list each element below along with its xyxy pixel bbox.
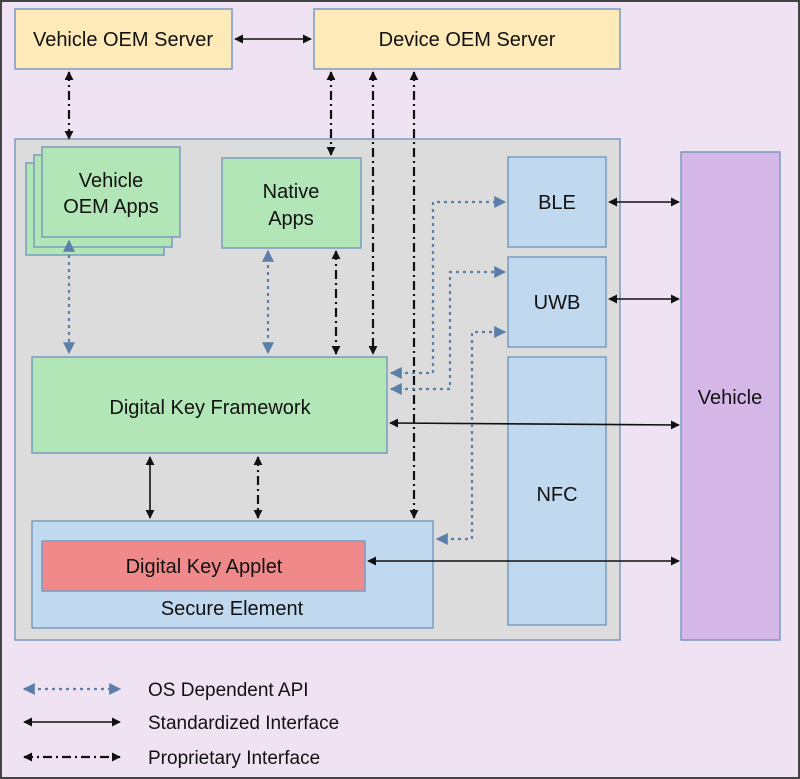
vehicle-oem-apps-box: Vehicle OEM Apps	[25, 146, 181, 256]
native-apps-label-1: Native	[263, 181, 320, 203]
ble-label: BLE	[538, 192, 576, 214]
secure-element-label: Secure Element	[161, 598, 304, 620]
native-apps-label-2: Apps	[268, 208, 314, 230]
vehicle-label: Vehicle	[698, 387, 763, 409]
device-oem-server-box: Device OEM Server	[313, 8, 621, 70]
legend-item-os-dependent-api: OS Dependent API	[22, 680, 309, 701]
legend-label: OS Dependent API	[148, 680, 309, 701]
vehicle-oem-server-label: Vehicle OEM Server	[33, 29, 213, 51]
legend-label: Standardized Interface	[148, 713, 339, 734]
digital-key-framework-box: Digital Key Framework	[31, 356, 388, 454]
legend-item-standardized-interface: Standardized Interface	[23, 713, 339, 734]
nfc-box: NFC	[507, 356, 607, 626]
native-apps-box: Native Apps	[221, 157, 362, 249]
vehicle-oem-apps-label-1: Vehicle	[79, 170, 144, 192]
uwb-label: UWB	[534, 292, 581, 314]
vehicle-oem-server-box: Vehicle OEM Server	[14, 8, 233, 70]
digital-key-applet-box: Digital Key Applet	[41, 540, 366, 592]
legend: OS Dependent API Standardized Interface …	[22, 680, 339, 769]
os-dependent-api-arrows	[63, 196, 507, 545]
uwb-box: UWB	[507, 256, 607, 348]
digital-key-framework-label: Digital Key Framework	[109, 397, 311, 419]
nfc-label: NFC	[536, 484, 577, 506]
ble-box: BLE	[507, 156, 607, 248]
vehicle-box: Vehicle	[680, 151, 781, 641]
legend-item-proprietary-interface: Proprietary Interface	[23, 748, 320, 769]
vehicle-oem-apps-label-2: OEM Apps	[63, 196, 159, 218]
digital-key-applet-label: Digital Key Applet	[126, 556, 283, 578]
legend-label: Proprietary Interface	[148, 748, 320, 769]
device-oem-server-label: Device OEM Server	[379, 29, 556, 51]
